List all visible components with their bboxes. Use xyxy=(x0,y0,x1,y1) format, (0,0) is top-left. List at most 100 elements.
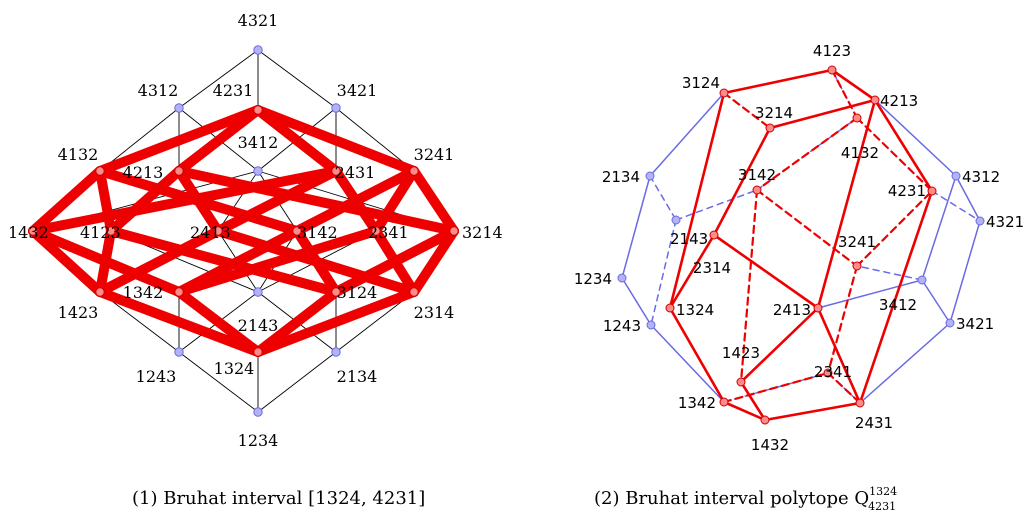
vertex-label: 2341 xyxy=(814,363,852,381)
vertex-3124 xyxy=(331,287,341,297)
vertex-3412 xyxy=(253,166,263,176)
polytope-edge xyxy=(668,233,716,310)
vertex-label: 1432 xyxy=(8,223,49,242)
vertex-label: 4213 xyxy=(880,92,918,110)
vertex-3142 xyxy=(292,226,302,236)
vertex-label: 3124 xyxy=(682,74,720,92)
polytope-edge xyxy=(621,277,652,326)
polytope-edge xyxy=(649,92,725,177)
polytope-edge xyxy=(873,98,934,193)
interval-edge xyxy=(331,166,381,236)
interval-edge xyxy=(409,226,459,297)
vertex-label: 3421 xyxy=(956,315,994,333)
caption-left: (1) Bruhat interval [1324, 4231] xyxy=(132,488,425,509)
caption-right-sub: 4231 xyxy=(868,500,896,513)
polytope-edge xyxy=(722,91,772,130)
vertex-label: 3142 xyxy=(297,223,338,242)
vertex-3421 xyxy=(945,318,955,328)
interval-edge xyxy=(28,226,184,297)
vertex-label: 3241 xyxy=(838,233,876,251)
vertex-label: 3421 xyxy=(337,81,378,100)
vertex-label: 3214 xyxy=(462,223,503,242)
hasse-edge xyxy=(178,351,259,413)
interval-edge xyxy=(174,226,381,297)
polytope-edge xyxy=(859,322,951,404)
vertex-4123 xyxy=(827,65,837,75)
interval-edge xyxy=(106,226,341,297)
vertex-3241 xyxy=(852,261,862,271)
polytope-edge xyxy=(817,279,923,309)
vertex-label: 1324 xyxy=(676,301,714,319)
vertex-2413 xyxy=(813,303,823,313)
hasse-edge xyxy=(335,107,415,172)
hasse-edge xyxy=(257,351,337,413)
polytope-edge xyxy=(768,98,877,130)
polytope-edge xyxy=(712,233,820,310)
vertex-1342 xyxy=(719,397,729,407)
vertex-2134 xyxy=(331,347,341,357)
polytope-edge xyxy=(675,189,758,221)
vertex-1324 xyxy=(253,347,263,357)
vertex-label: 2143 xyxy=(670,230,708,248)
vertex-label: 2413 xyxy=(773,301,811,319)
vertex-label: 4231 xyxy=(213,81,254,100)
interval-edge xyxy=(95,166,302,236)
vertex-label: 2431 xyxy=(335,163,376,182)
vertex-label: 4231 xyxy=(888,182,926,200)
vertex-label: 2143 xyxy=(238,316,279,335)
vertex-3412 xyxy=(917,275,927,285)
polytope-edge xyxy=(712,126,772,237)
vertex-4312 xyxy=(174,103,184,113)
interval-edge xyxy=(174,287,263,357)
vertex-label: 1243 xyxy=(136,367,177,386)
vertex-label: 1432 xyxy=(751,436,789,454)
hasse-edge xyxy=(178,49,259,109)
vertex-1342 xyxy=(174,287,184,297)
polytope-edge xyxy=(722,371,830,404)
polytope-edge xyxy=(755,116,859,192)
vertex-4231 xyxy=(927,186,937,196)
vertex-label: 1342 xyxy=(123,283,164,302)
vertex-3124 xyxy=(719,88,729,98)
vertex-4312 xyxy=(951,171,961,181)
polytope-edge xyxy=(650,324,725,403)
vertex-4123 xyxy=(106,226,116,236)
polytope-edge xyxy=(649,175,677,221)
vertex-4213 xyxy=(870,95,880,105)
vertex-1243 xyxy=(174,347,184,357)
vertex-label: 4123 xyxy=(813,42,851,60)
interval-edge xyxy=(174,105,263,176)
vertex-2314 xyxy=(709,230,719,240)
vertex-4132 xyxy=(95,166,105,176)
polytope-edge xyxy=(621,175,651,279)
vertex-2143 xyxy=(253,287,263,297)
vertex-label: 1423 xyxy=(722,344,760,362)
polytope-edge xyxy=(816,98,877,310)
polytope-edge xyxy=(856,265,923,281)
polytope-edge xyxy=(816,306,862,405)
vertex-label: 4132 xyxy=(841,144,879,162)
interval-edge xyxy=(253,105,419,176)
vertex-label: 1342 xyxy=(678,394,716,412)
polytope-edge xyxy=(858,189,934,405)
vertex-1432 xyxy=(28,226,38,236)
polytope-edge xyxy=(722,400,767,422)
vertex-2134 xyxy=(645,171,655,181)
vertex-3421 xyxy=(331,103,341,113)
vertex-1423 xyxy=(736,377,746,387)
polytope-edge xyxy=(931,190,981,222)
vertex-2143 xyxy=(671,215,681,225)
vertex-label: 4312 xyxy=(138,81,179,100)
polytope-edge xyxy=(921,175,957,281)
vertex-label: 1423 xyxy=(58,303,99,322)
hasse-edge xyxy=(99,107,180,172)
interval-edge xyxy=(106,166,184,236)
hasse-edge xyxy=(257,49,337,109)
vertex-3214 xyxy=(765,123,775,133)
vertex-label: 4213 xyxy=(123,163,164,182)
polytope-edge xyxy=(949,220,981,324)
vertex-1243 xyxy=(646,320,656,330)
vertex-3241 xyxy=(409,166,419,176)
